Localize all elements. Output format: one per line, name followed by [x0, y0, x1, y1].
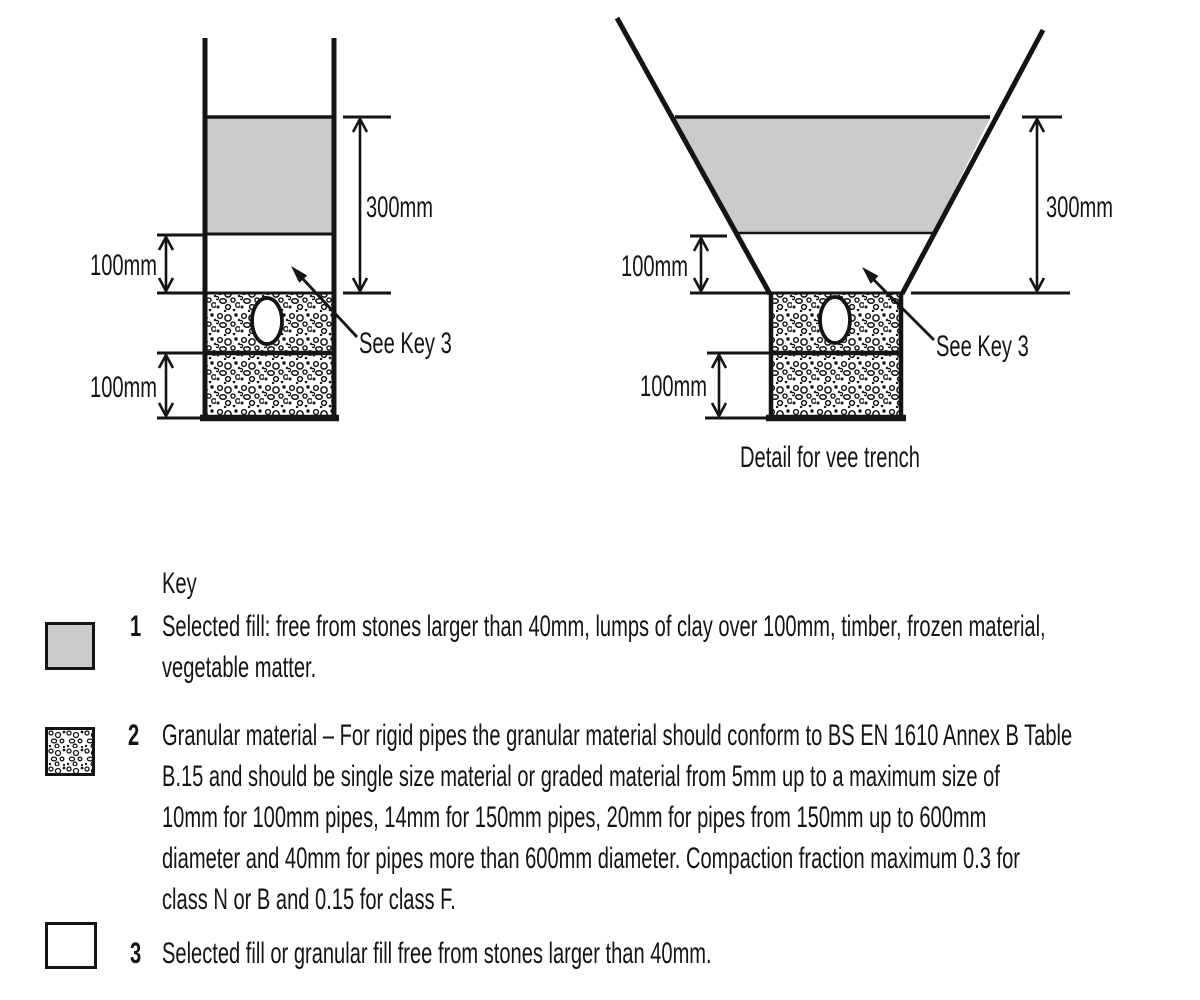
granular-material-stipple-swatch: [45, 727, 95, 776]
dim-label-sidefill-left: 100mm: [89, 249, 157, 282]
arrow-up-icon: [710, 352, 728, 369]
vee-trench-diagram: [614, 16, 1070, 422]
arrow-down-icon: [351, 277, 369, 294]
key-item-number: 3: [130, 937, 142, 970]
arrow-up-icon: [692, 235, 710, 252]
pipe-section: [250, 296, 284, 346]
key-item-number: 2: [128, 719, 140, 752]
key-item-2-line-2: B.15 and should be single size material …: [162, 760, 1000, 793]
selected-fill-region: [206, 117, 333, 234]
key-item-1-line-1: Selected fill: free from stones larger t…: [162, 610, 1046, 643]
key-item-2-line-3: 10mm for 100mm pipes, 14mm for 150mm pip…: [162, 801, 987, 834]
selected-fill-region: [675, 118, 990, 233]
callout-arrow-line: [873, 279, 935, 341]
straight-trench-diagram: [157, 38, 391, 422]
dim-label-bedding-vee: 100mm: [639, 370, 707, 403]
key-item-3-line-1: Selected fill or granular fill free from…: [162, 937, 712, 970]
arrow-down-icon: [157, 402, 175, 419]
key-item-number: 1: [130, 610, 142, 643]
selected-fill-gray-swatch: [45, 622, 95, 670]
arrow-up-icon: [157, 352, 175, 369]
arrow-down-icon: [157, 277, 175, 294]
key-item-2-line-5: class N or B and 0.15 for class F.: [162, 883, 456, 916]
callout-arrow-line: [301, 278, 359, 338]
callout-label-left: See Key 3: [359, 327, 452, 360]
arrow-down-icon: [692, 277, 710, 294]
key-item-1-line-2: vegetable matter.: [162, 651, 317, 684]
callout-arrowhead-icon: [291, 266, 308, 283]
arrow-up-icon: [351, 116, 369, 133]
arrow-up-icon: [1028, 116, 1046, 133]
pipe-section: [818, 295, 852, 345]
trench-diagrams-canvas: [157, 16, 1070, 422]
vee-trench-caption: Detail for vee trench: [740, 441, 920, 474]
callout-arrowhead-icon: [862, 267, 879, 284]
arrow-down-icon: [710, 402, 728, 419]
arrow-down-icon: [1028, 277, 1046, 294]
key-title: Key: [162, 567, 197, 600]
dim-label-depth-left: 300mm: [366, 191, 434, 224]
vee-slope-right-line: [899, 28, 1046, 296]
callout-label-vee: See Key 3: [936, 330, 1029, 363]
key-item-2-line-1: Granular material – For rigid pipes the …: [162, 719, 1073, 752]
dim-label-bedding-left: 100mm: [89, 371, 157, 404]
key-item-2-line-4: diameter and 40mm for pipes more than 60…: [162, 842, 1020, 875]
arrow-up-icon: [157, 234, 175, 251]
dim-label-sidefill-vee: 100mm: [620, 250, 688, 283]
selected-or-granular-white-swatch: [45, 922, 97, 969]
vee-slope-left-line: [614, 16, 773, 296]
dim-label-depth-vee: 300mm: [1046, 191, 1114, 224]
